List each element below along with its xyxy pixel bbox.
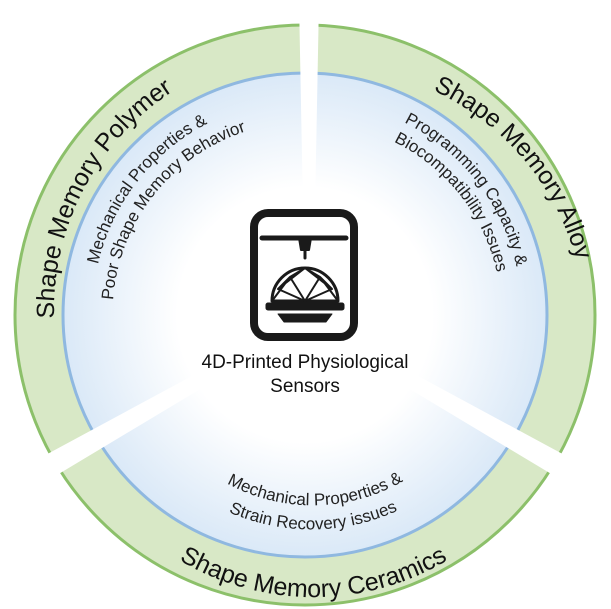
segment-separators	[40, 0, 570, 478]
4d-printer-icon	[250, 209, 358, 341]
center-title-line2: Sensors	[270, 376, 340, 397]
center-title-line1: 4D-Printed Physiological	[202, 352, 409, 373]
